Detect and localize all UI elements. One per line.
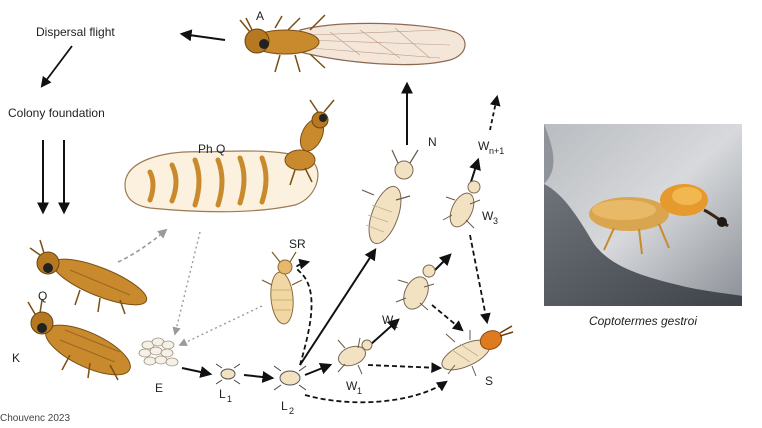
- arrow-w2-to-soldier: [432, 305, 462, 330]
- arrow-w3-to-soldier: [470, 235, 487, 322]
- label-ph-q: Ph Q: [198, 142, 225, 156]
- arrow-phq-to-eggs: [175, 232, 200, 334]
- king-termite: [28, 300, 137, 385]
- label-queen: Q: [38, 289, 47, 303]
- credit-text: Chouvenc 2023: [0, 413, 70, 424]
- label-w2-sub: 2: [393, 320, 398, 330]
- label-alate: A: [256, 9, 264, 23]
- photo-caption: Coptotermes gestroi: [544, 314, 742, 328]
- arrow-l1-to-l2: [244, 375, 272, 378]
- physogastric-queen: [125, 100, 334, 212]
- arrow-wn-up: [490, 97, 497, 130]
- worker-3: [443, 181, 480, 231]
- arrow-w1-to-soldier: [368, 365, 440, 368]
- dispersal-flight-label: Dispersal flight: [36, 25, 115, 39]
- label-sr: SR: [289, 237, 306, 251]
- larva-1: [216, 364, 240, 384]
- label-l1: L: [219, 387, 226, 401]
- label-nymph: N: [428, 135, 437, 149]
- eggs: [139, 338, 178, 366]
- termite-photo: [544, 124, 742, 306]
- arrow-alate-to-flight: [182, 34, 225, 40]
- arrow-l2-to-soldier: [305, 382, 446, 402]
- arrow-flight-to-foundation: [42, 46, 72, 86]
- colony-foundation-label: Colony foundation: [8, 106, 105, 120]
- alate-termite: [240, 15, 465, 72]
- larva-2: [274, 366, 306, 390]
- arrow-eggs-to-l1: [182, 368, 210, 374]
- label-w3-sub: 3: [493, 216, 498, 226]
- arrow-l2-to-w1: [305, 365, 330, 375]
- nymph: [362, 150, 418, 248]
- label-king: K: [12, 351, 20, 365]
- secondary-reproductive: [262, 252, 302, 325]
- arrow-sr-to-eggs: [180, 306, 262, 345]
- arrow-queen-to-phq: [118, 230, 166, 262]
- label-soldier: S: [485, 374, 493, 388]
- worker-2: [396, 265, 435, 313]
- worker-1: [336, 338, 372, 374]
- label-l2-sub: 2: [289, 406, 294, 416]
- queen-termite: [30, 240, 152, 314]
- label-eggs: E: [155, 381, 163, 395]
- label-l2: L: [281, 399, 288, 413]
- soldier: [438, 326, 513, 376]
- label-wn-sub: n+1: [489, 146, 504, 156]
- label-w1-sub: 1: [357, 386, 362, 396]
- label-l1-sub: 1: [227, 394, 232, 404]
